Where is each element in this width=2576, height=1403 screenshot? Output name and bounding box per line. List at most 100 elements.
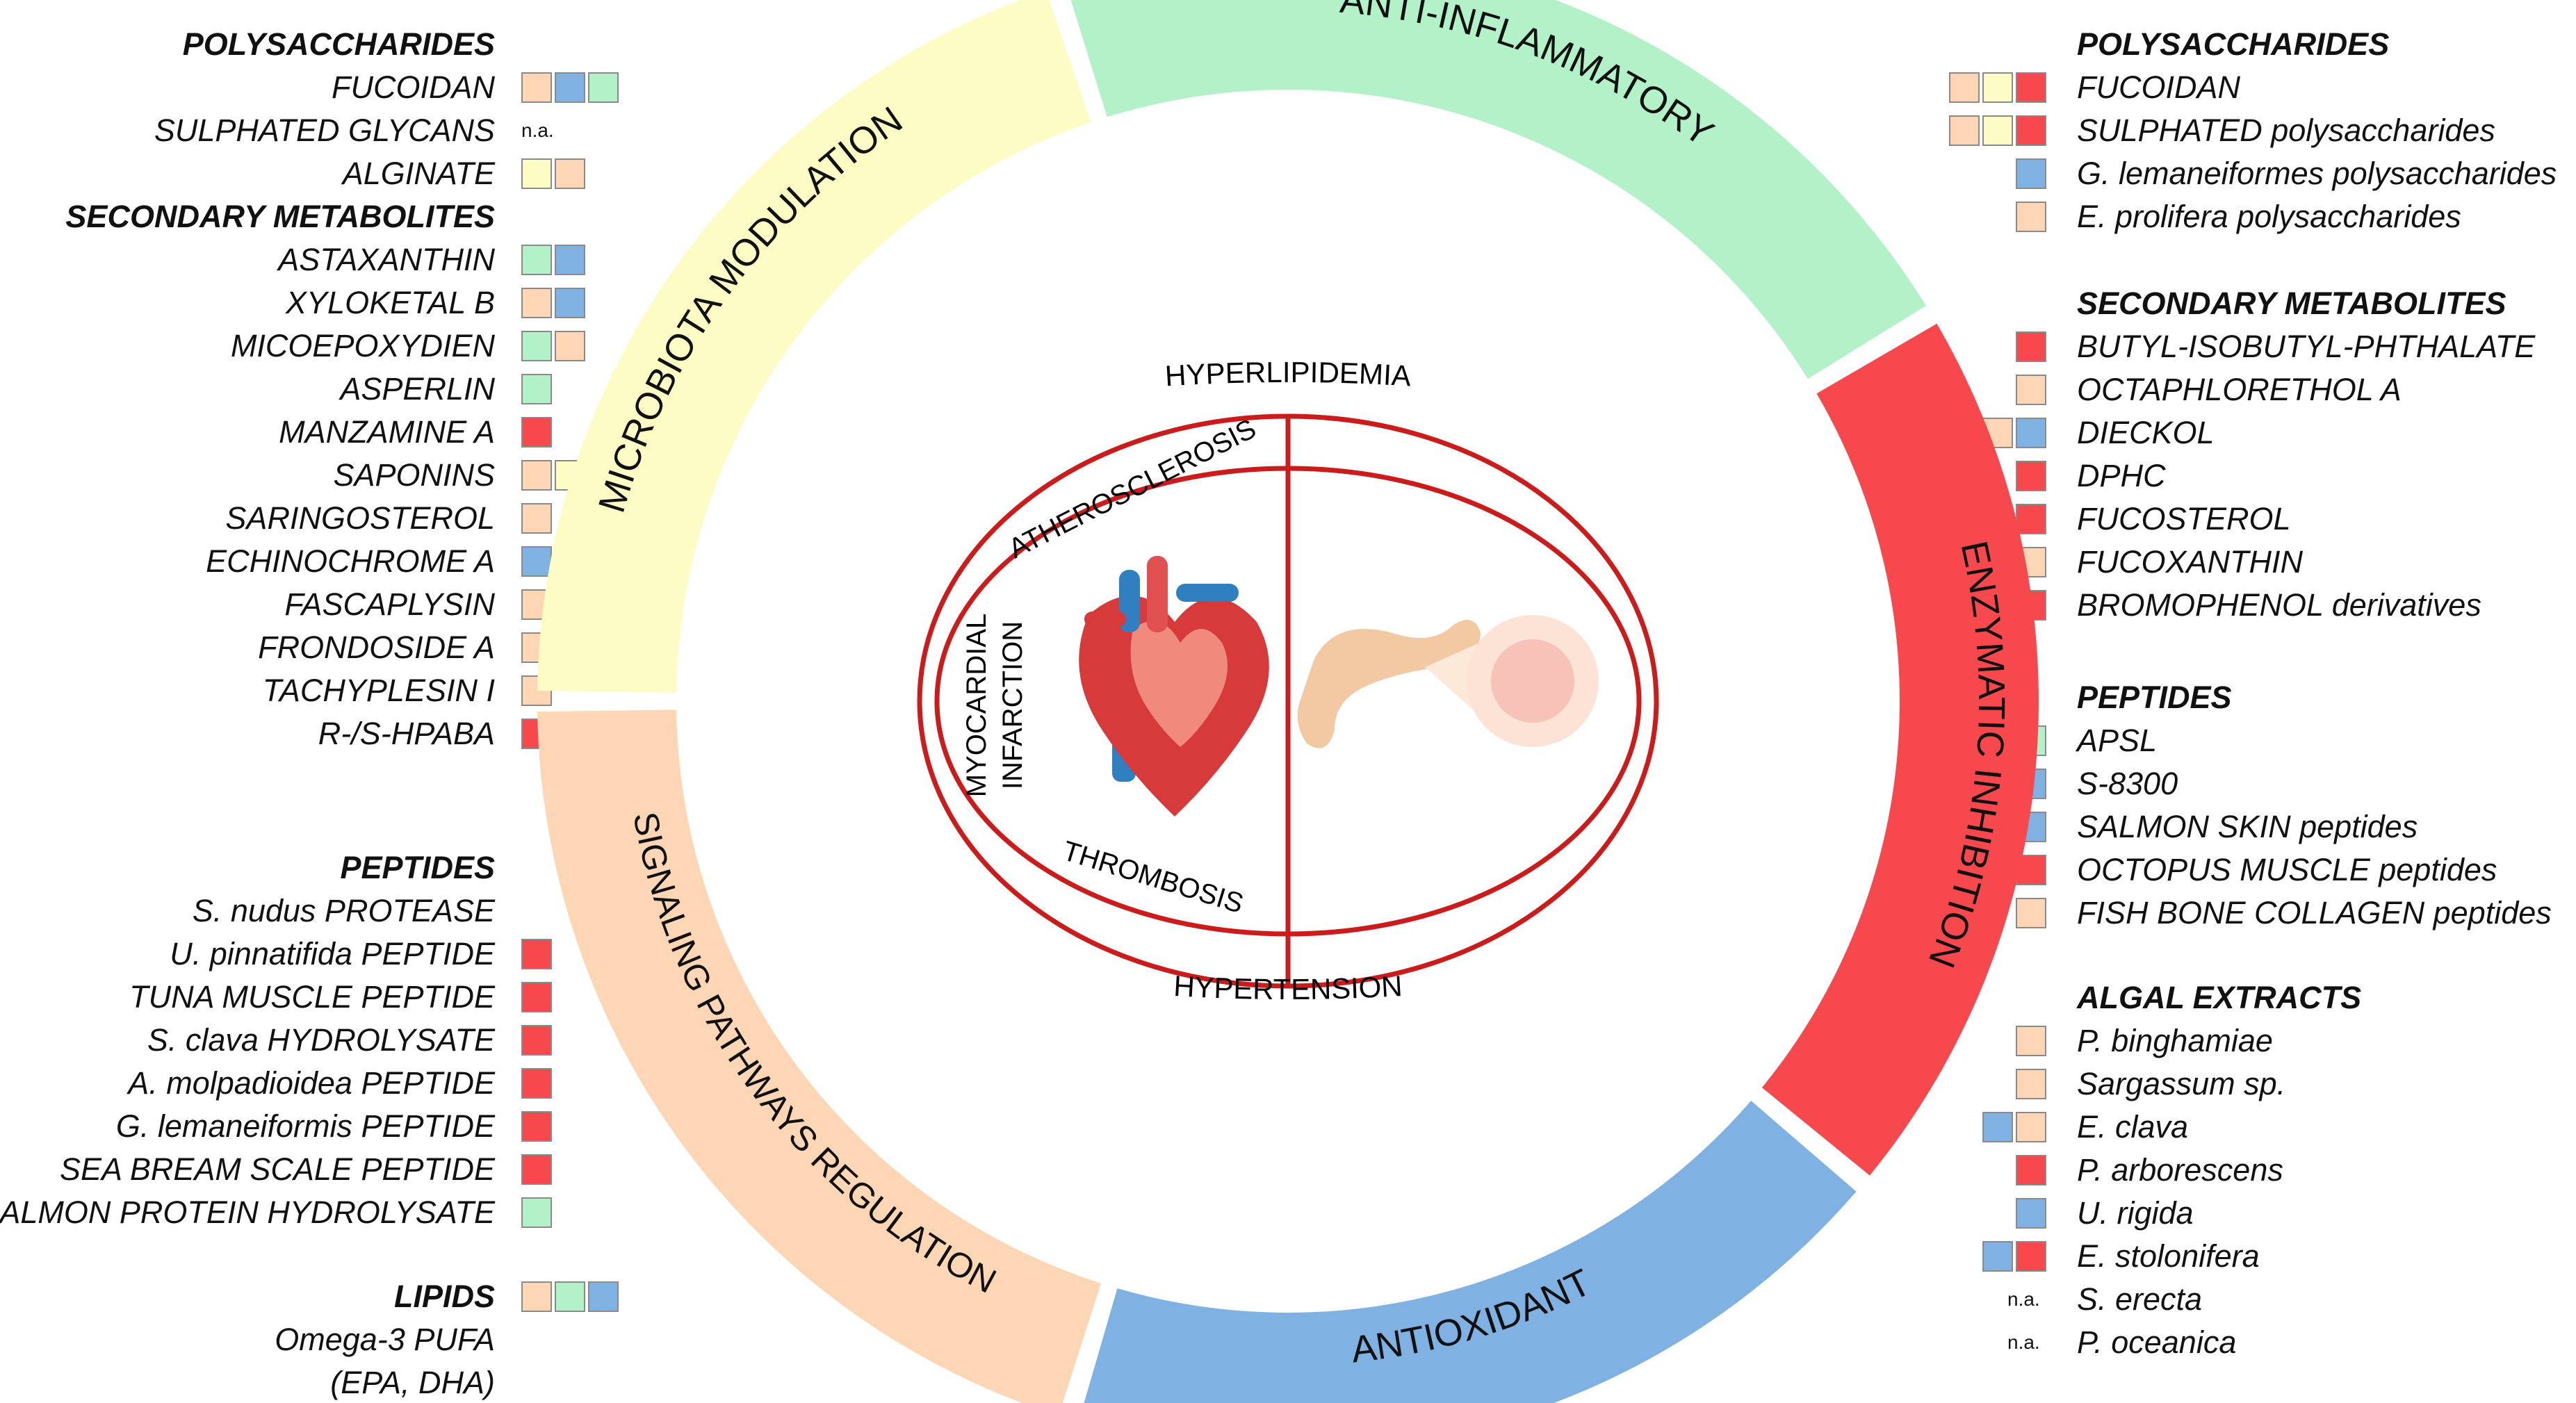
- not-available-note: n.a.: [2007, 1288, 2040, 1310]
- activity-chip-orange: [2016, 202, 2046, 232]
- compound-row: BUTYL-ISOBUTYL-PHTHALATE: [2077, 329, 2536, 364]
- compound-label: SULPHATED polysaccharides: [2077, 113, 2495, 148]
- activity-chip-red: [2016, 331, 2046, 362]
- activity-chip-group: [2016, 1067, 2049, 1101]
- compound-row: SULPHATED polysaccharides: [2077, 113, 2495, 148]
- compound-label: SALMON PROTEIN HYDROLYSATE: [0, 1195, 495, 1230]
- activity-chip-group: n.a.: [521, 114, 554, 147]
- section-heading-label: PEPTIDES: [2077, 680, 2232, 715]
- compound-row: FUCOIDAN: [0, 69, 495, 105]
- compound-label: Omega-3 PUFA: [275, 1322, 495, 1357]
- activity-chip-group: [2016, 502, 2049, 536]
- ring-segment: [1761, 323, 2039, 1176]
- compound-label: G. lemaneiformes polysaccharides: [2077, 156, 2557, 191]
- compound-row: S-8300: [2077, 766, 2178, 801]
- activity-chip-group: [521, 981, 555, 1014]
- compound-row: SALMON PROTEIN HYDROLYSATE: [0, 1195, 495, 1230]
- activity-chip-red: [2016, 461, 2046, 491]
- activity-chip-orange: [521, 1281, 552, 1312]
- compound-label: XYLOKETAL B: [286, 285, 495, 320]
- compound-row: TUNA MUSCLE PEPTIDE: [0, 979, 495, 1015]
- activity-chip-orange: [521, 460, 552, 491]
- compound-label: ASTAXANTHIN: [278, 242, 495, 277]
- activity-chip-group: n.a.: [2007, 1326, 2040, 1359]
- activity-chip-group: [2016, 373, 2049, 407]
- compound-row: ASTAXANTHIN: [0, 242, 495, 277]
- activity-chip-blue: [1982, 1241, 2013, 1272]
- compound-label: BUTYL-ISOBUTYL-PHTHALATE: [2077, 329, 2536, 364]
- compound-row: MICOEPOXYDIEN: [0, 328, 495, 363]
- activity-chip-red: [2016, 1155, 2046, 1185]
- compound-label: FISH BONE COLLAGEN peptides: [2077, 895, 2552, 930]
- compound-row: Omega-3 PUFA: [0, 1322, 495, 1357]
- compound-row: OCTAPHLORETHOL A: [2077, 372, 2402, 407]
- compound-label: S-8300: [2077, 766, 2178, 801]
- activity-chip-yellow: [1982, 72, 2013, 103]
- compound-row: E. clava: [2077, 1109, 2189, 1144]
- compound-row: U. pinnatifida PEPTIDE: [0, 936, 495, 971]
- compound-label: FUCOIDAN: [2077, 69, 2240, 105]
- ring-segment: [1070, 0, 1926, 379]
- compound-row: MANZAMINE A: [0, 414, 495, 450]
- activity-chip-orange: [555, 331, 585, 361]
- compound-row: P. arborescens: [2077, 1152, 2283, 1188]
- compound-label: DPHC: [2077, 458, 2166, 493]
- activity-chip-blue: [588, 1281, 619, 1312]
- compound-label: FUCOSTEROL: [2077, 501, 2291, 536]
- compound-row: FUCOSTEROL: [2077, 501, 2291, 536]
- compound-label: FASCAPLYSIN: [284, 586, 495, 622]
- compound-row: ASPERLIN: [0, 371, 495, 407]
- compound-row: S. nudus PROTEASE: [0, 893, 495, 928]
- section-heading-label: PEPTIDES: [340, 850, 495, 885]
- activity-chip-group: [1949, 114, 2049, 147]
- heart-icon: [1079, 556, 1269, 817]
- thrombosis-label: THROMBOSIS: [1059, 835, 1247, 919]
- activity-chip-orange: [521, 288, 552, 318]
- infarction-label: INFARCTION: [997, 621, 1028, 789]
- activity-chip-group: [521, 71, 621, 104]
- activity-chip-group: [2016, 896, 2049, 930]
- compound-label: MICOEPOXYDIEN: [230, 328, 495, 363]
- activity-chip-yellow: [521, 158, 552, 189]
- compound-row: E. prolifera polysaccharides: [2077, 199, 2461, 234]
- compound-row: ECHINOCHROME A: [0, 543, 495, 579]
- compound-label: E. stolonifera: [2077, 1238, 2260, 1274]
- compound-row: TACHYPLESIN I: [0, 673, 495, 708]
- activity-chip-red: [2016, 1241, 2046, 1272]
- activity-chip-blue: [2016, 1198, 2046, 1229]
- compound-label: P. oceanica: [2077, 1324, 2237, 1360]
- activity-chip-green: [588, 72, 619, 103]
- compound-row: FRONDOSIDE A: [0, 630, 495, 665]
- activity-chip-group: [2016, 157, 2049, 190]
- compound-label: BROMOPHENOL derivatives: [2077, 587, 2481, 623]
- compound-label: S. clava HYDROLYSATE: [147, 1022, 495, 1058]
- activity-chip-group: [2016, 1024, 2049, 1058]
- compound-label: E. clava: [2077, 1109, 2189, 1144]
- compound-row: G. lemaneiformis PEPTIDE: [0, 1108, 495, 1144]
- activity-chip-red: [521, 417, 552, 448]
- section-heading: PEPTIDES: [0, 850, 495, 885]
- hypertension-label: HYPERTENSION: [1173, 969, 1403, 1006]
- compound-label: U. pinnatifida PEPTIDE: [170, 936, 495, 971]
- activity-chip-group: [521, 937, 555, 971]
- section-heading: PEPTIDES: [2077, 680, 2232, 715]
- compound-label: SEA BREAM SCALE PEPTIDE: [59, 1151, 495, 1187]
- compound-row: SEA BREAM SCALE PEPTIDE: [0, 1151, 495, 1187]
- pancreas-icon: [1297, 615, 1599, 748]
- activity-chip-orange: [1949, 115, 1980, 146]
- activity-chip-group: [521, 674, 555, 707]
- myocardial-label: MYOCARDIAL: [961, 614, 992, 798]
- compound-label: SARINGOSTEROL: [225, 500, 495, 536]
- activity-chip-red: [521, 1154, 552, 1185]
- compound-row: R-/S-HPABA: [0, 716, 495, 751]
- disease-center: HYPERLIPIDEMIA HYPERTENSION ATHEROSCLERO…: [917, 356, 1659, 1006]
- activity-chip-red: [521, 939, 552, 969]
- compound-row: ALGINATE: [0, 156, 495, 191]
- section-heading: SECONDARY METABOLITES: [0, 199, 495, 234]
- activity-chip-blue: [2016, 418, 2046, 448]
- activity-chip-group: [2016, 459, 2049, 493]
- activity-chip-group: [1949, 71, 2049, 104]
- activity-chip-orange: [2016, 898, 2046, 928]
- activity-chip-group: [521, 502, 555, 535]
